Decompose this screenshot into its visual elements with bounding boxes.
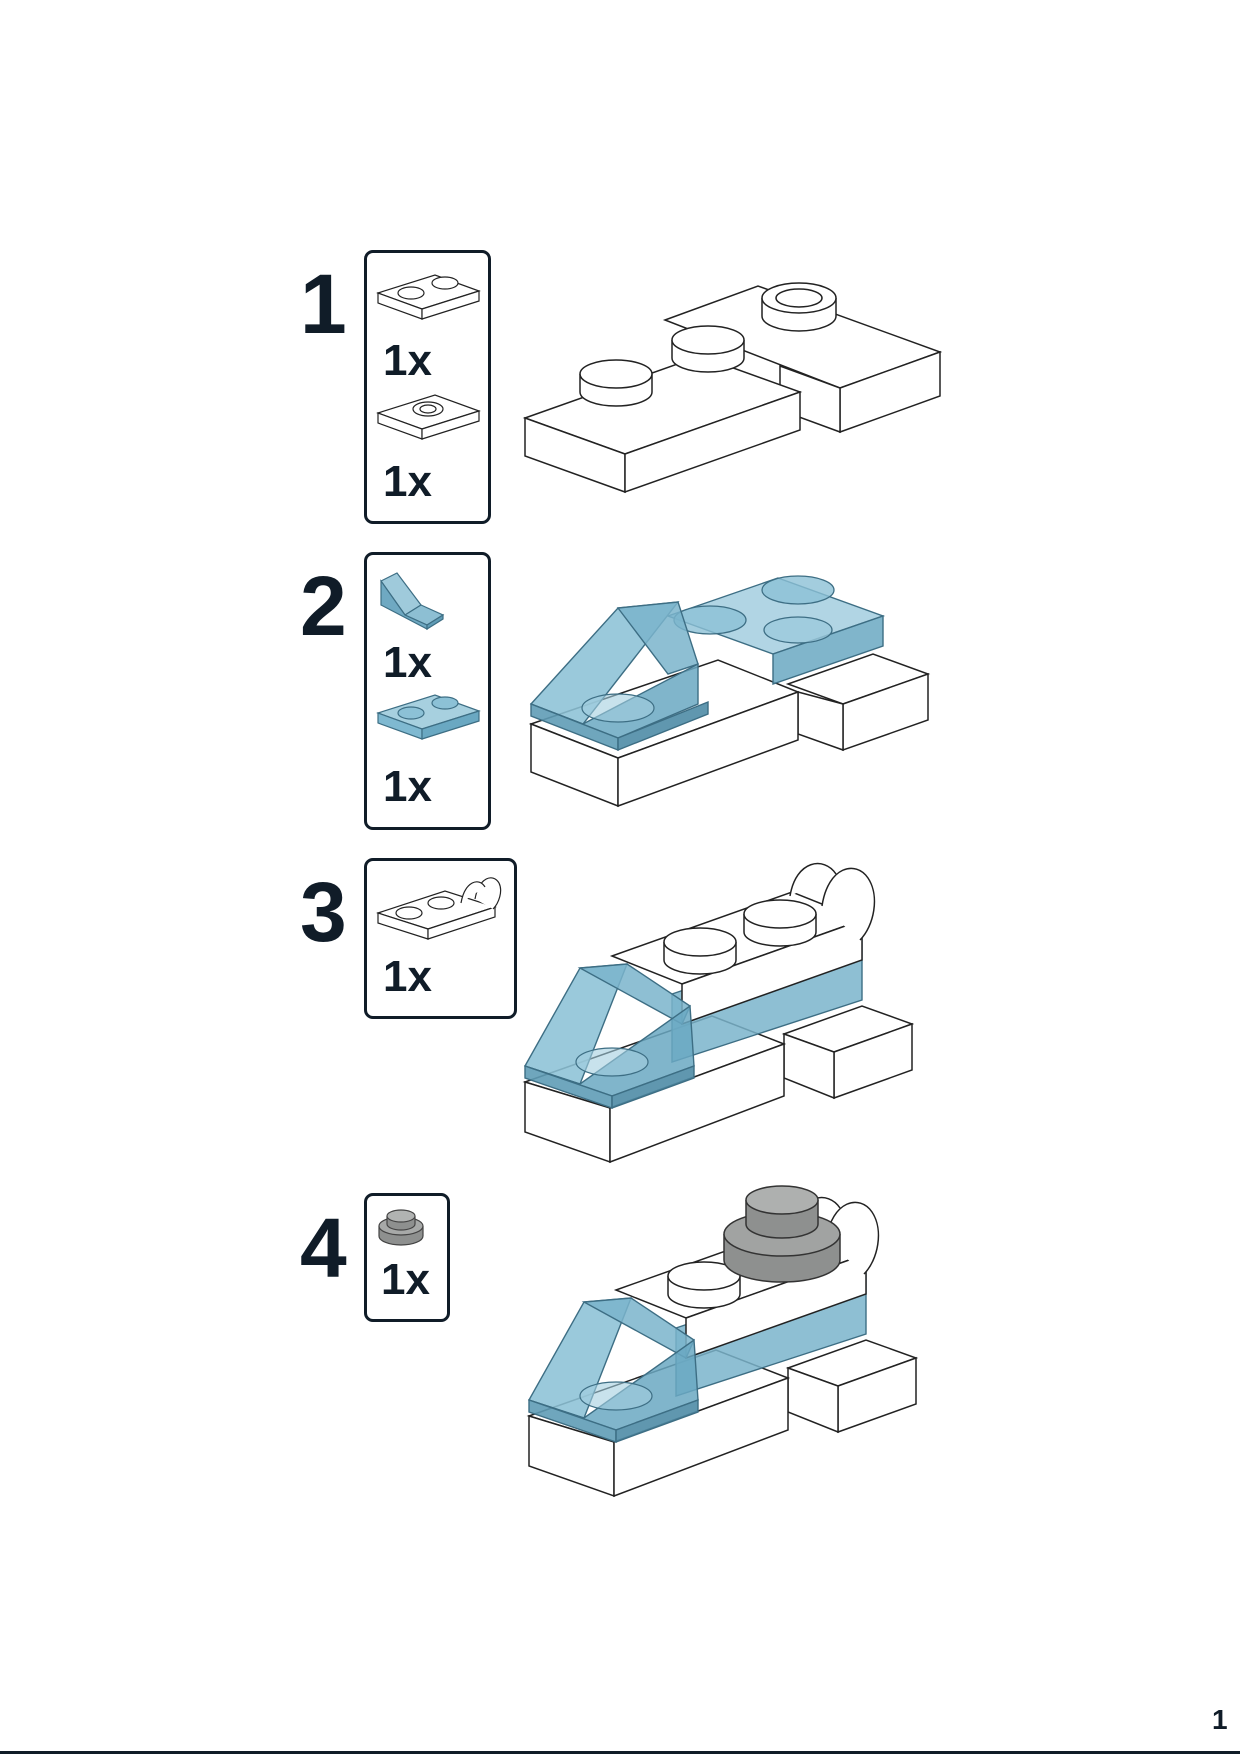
parts-list-box: 1x 1x: [364, 250, 491, 524]
white-jumper-plate-icon: [376, 394, 481, 440]
page-footer-rule: [0, 1751, 1240, 1754]
gray-round-plate-icon: [378, 1209, 424, 1246]
part-quantity: 1x: [381, 1255, 430, 1304]
step-number: 1: [300, 257, 347, 351]
clip-plate-assembly: [522, 862, 915, 1164]
part-quantity: 1x: [383, 762, 432, 811]
part-quantity: 1x: [383, 457, 432, 506]
trans-blue-slope-icon: [380, 572, 445, 631]
page-number: 1: [1212, 1704, 1228, 1735]
part-quantity: 1x: [383, 336, 432, 385]
step-number: 3: [300, 865, 347, 959]
white-l-plates-assembly: [522, 282, 943, 494]
parts-list-box: 1x 1x: [364, 552, 491, 830]
trans-blue-plate-1x2-icon: [376, 694, 481, 740]
white-plate-1x2-icon: [376, 274, 481, 320]
white-clip-plate-icon: [376, 877, 502, 940]
step-number: 2: [300, 559, 347, 653]
parts-list-box: 1x: [364, 1193, 450, 1322]
part-quantity: 1x: [383, 952, 432, 1001]
step-number: 4: [300, 1201, 347, 1295]
blue-cockpit-assembly: [528, 575, 931, 808]
parts-list-box: 1x: [364, 858, 517, 1019]
finished-assembly: [526, 1185, 919, 1498]
part-quantity: 1x: [383, 638, 432, 687]
